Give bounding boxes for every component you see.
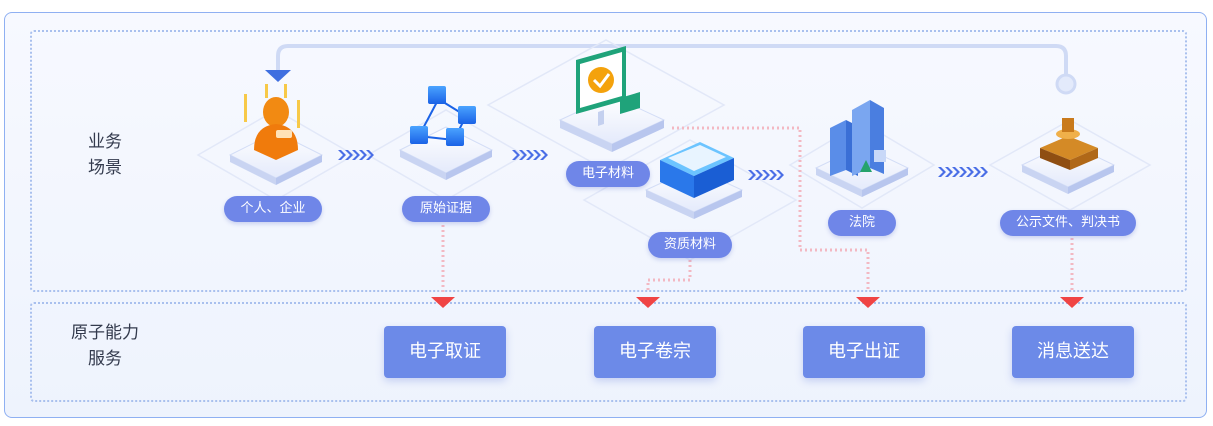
capability-e-certificate[interactable]: 电子出证 bbox=[803, 326, 925, 378]
atomic-service-section bbox=[30, 302, 1187, 402]
blockchain-cubes bbox=[410, 86, 476, 146]
business-scenario-section bbox=[30, 30, 1187, 292]
node-qualification-material[interactable]: 资质材料 bbox=[648, 232, 732, 258]
monitor-check-icon bbox=[576, 46, 640, 126]
flow-chevrons bbox=[338, 150, 988, 180]
person-icon bbox=[244, 84, 300, 160]
capability-message-delivery[interactable]: 消息送达 bbox=[1012, 326, 1134, 378]
blockchain-icon bbox=[417, 99, 467, 141]
loop-arrow-head bbox=[265, 70, 291, 82]
atomic-service-label: 原子能力 服务 bbox=[71, 323, 139, 369]
node-original-evidence[interactable]: 原始证据 bbox=[402, 196, 490, 222]
connector-arrows bbox=[431, 297, 1084, 308]
business-scenario-label: 业务 场景 bbox=[88, 132, 122, 178]
node-court[interactable]: 法院 bbox=[828, 210, 896, 236]
capability-e-evidence[interactable]: 电子取证 bbox=[384, 326, 506, 378]
feedback-loop bbox=[265, 44, 1077, 95]
node-public-documents[interactable]: 公示文件、判决书 bbox=[1000, 210, 1136, 236]
capability-e-file[interactable]: 电子卷宗 bbox=[594, 326, 716, 378]
court-building-icon bbox=[830, 100, 886, 176]
node-electronic-material[interactable]: 电子材料 bbox=[566, 161, 650, 187]
file-box-icon bbox=[660, 142, 734, 198]
node-individual-enterprise[interactable]: 个人、企业 bbox=[224, 196, 322, 222]
connector-lines bbox=[441, 126, 1074, 292]
gavel-book-icon bbox=[1040, 118, 1098, 170]
